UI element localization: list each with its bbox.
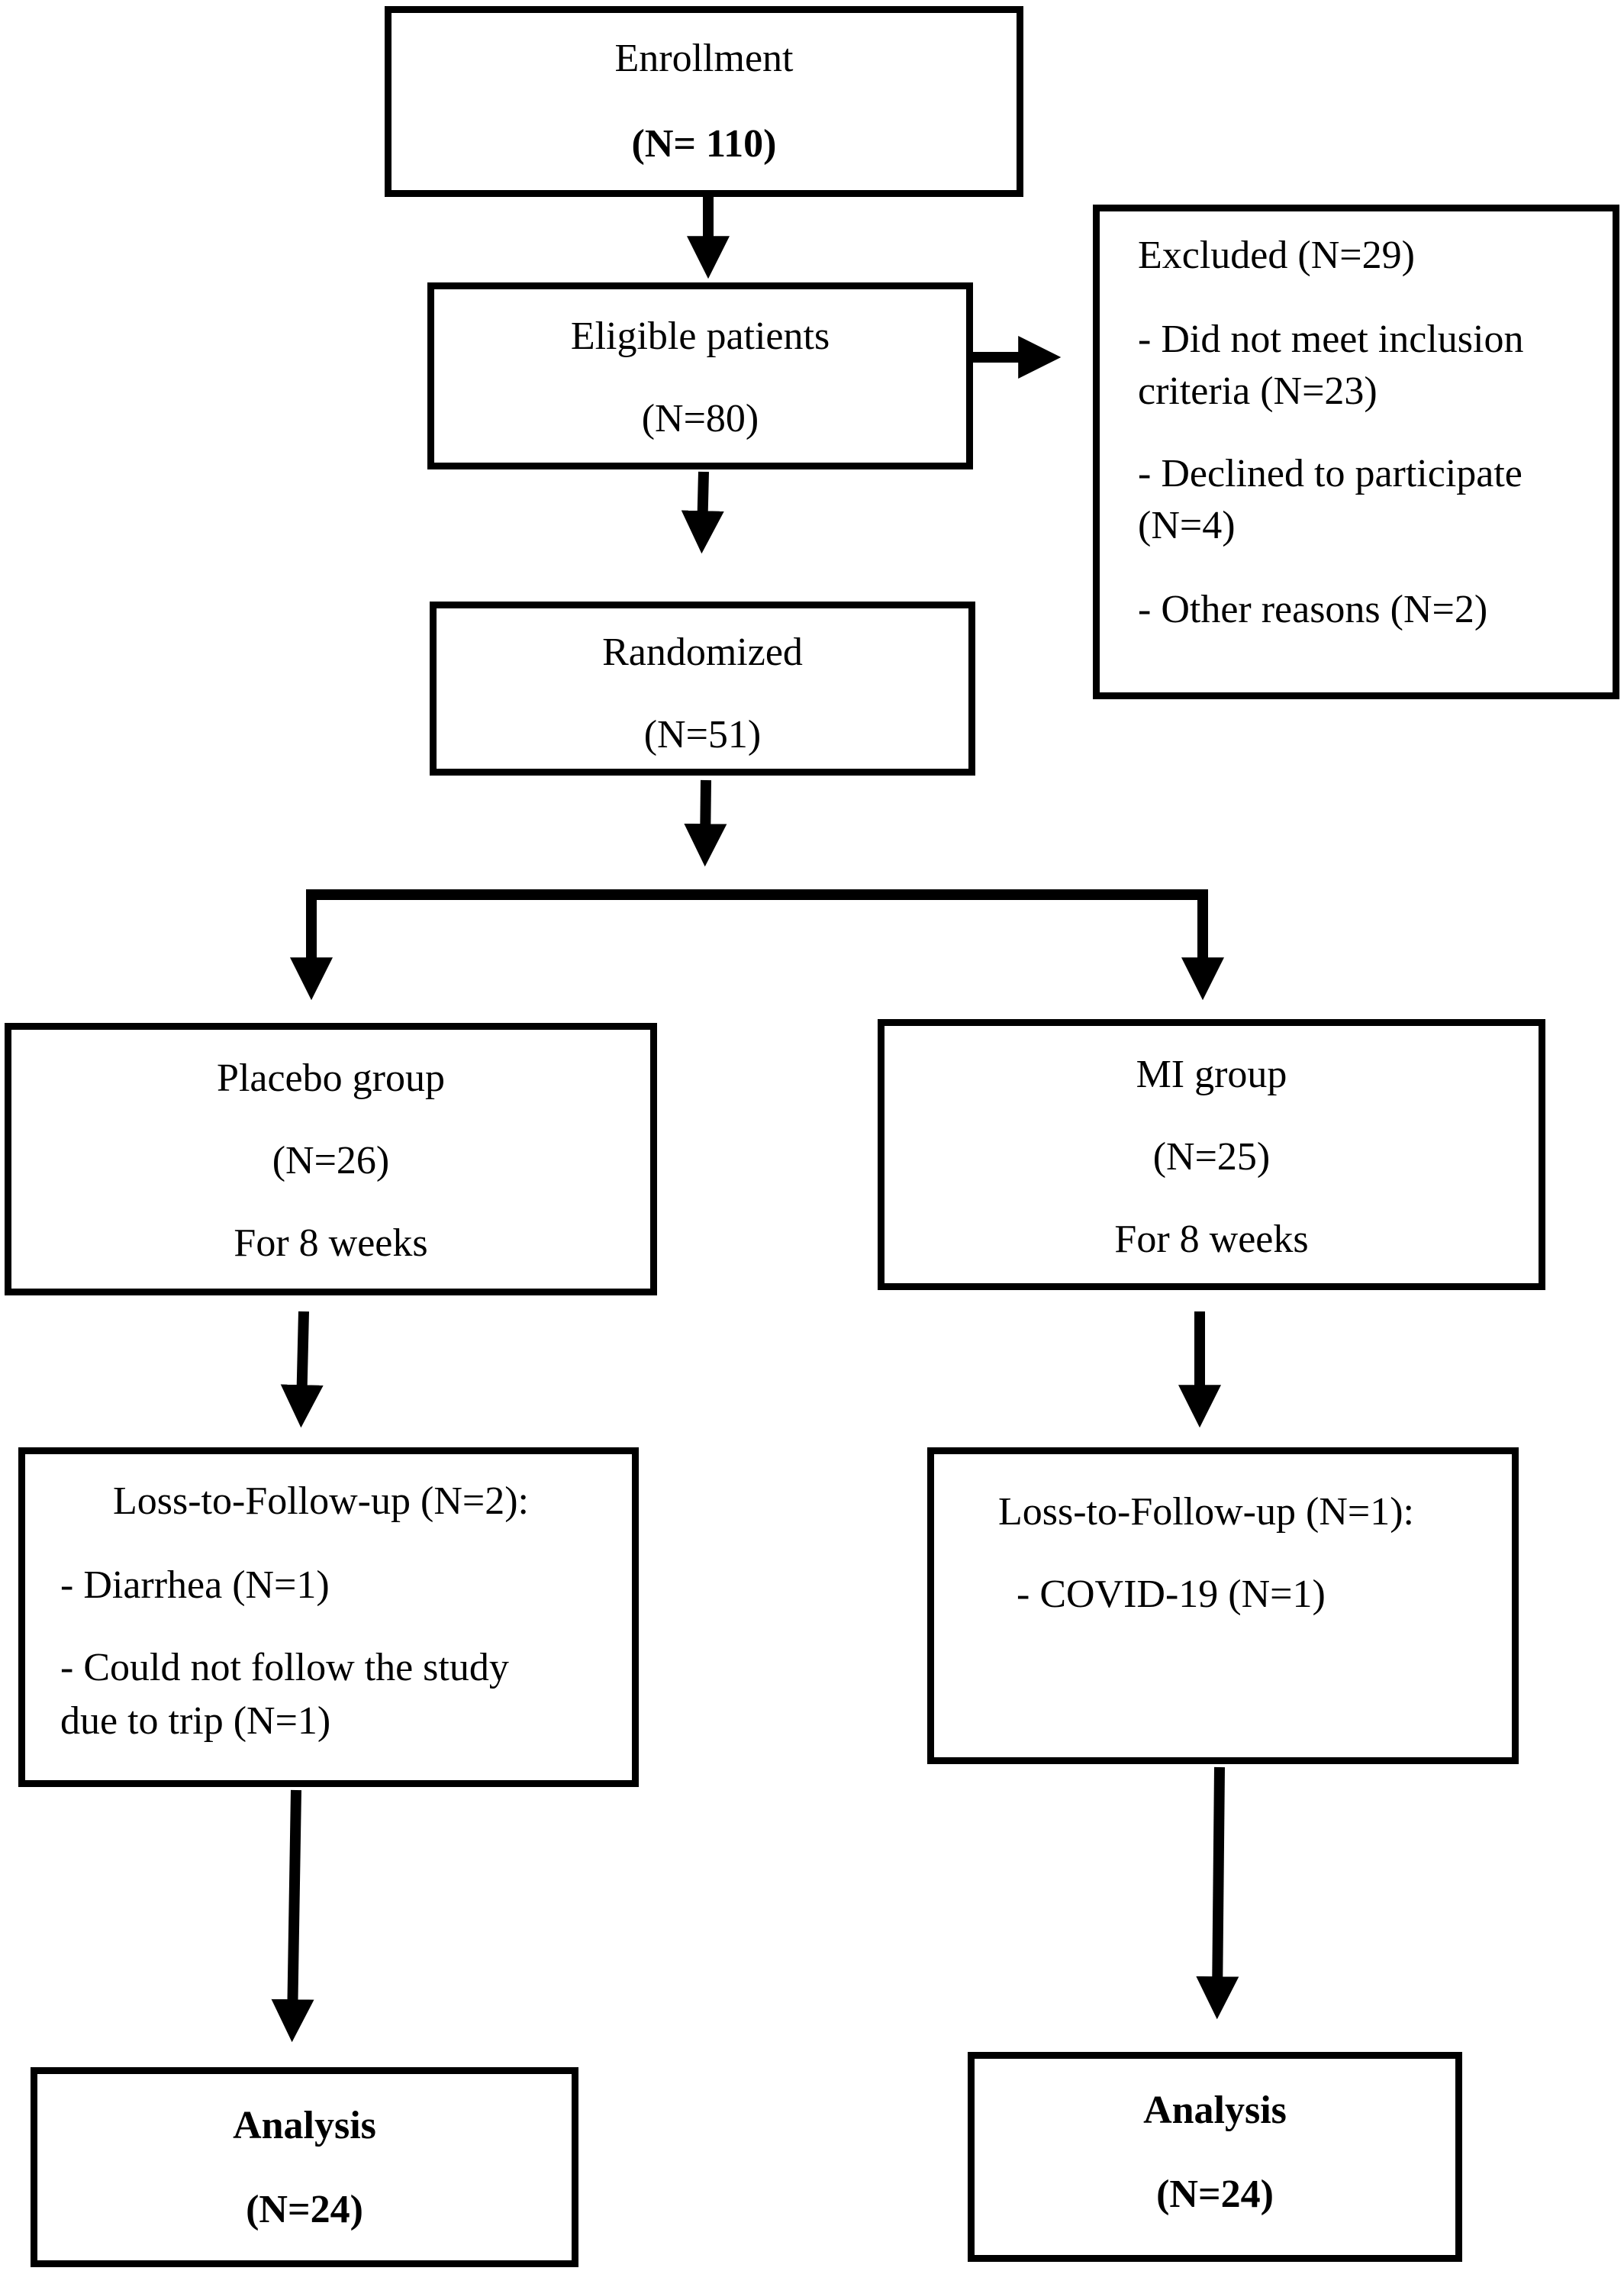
mi-loss-box: Loss-to-Follow-up (N=1): - COVID-19 (N=1…: [927, 1447, 1519, 1764]
mi-group-label: MI group: [1136, 1053, 1287, 1096]
placebo-analysis-count: (N=24): [246, 2188, 363, 2231]
randomized-label: Randomized: [602, 631, 803, 674]
arrow-placebo-loss-to-analysis: [271, 1789, 314, 2043]
eligible-count: (N=80): [641, 397, 759, 440]
excluded-reason1-line1: - Did not meet inclusion: [1138, 318, 1524, 361]
mi-loss-title: Loss-to-Follow-up (N=1):: [998, 1490, 1414, 1534]
placebo-loss-reason1: - Diarrhea (N=1): [60, 1563, 330, 1607]
eligible-label: Eligible patients: [570, 315, 830, 358]
excluded-reason1-line2: criteria (N=23): [1138, 369, 1378, 413]
enrollment-box: Enrollment (N= 110): [385, 6, 1023, 197]
enrollment-label: Enrollment: [614, 37, 794, 80]
mi-analysis-count: (N=24): [1156, 2173, 1274, 2216]
mi-analysis-label: Analysis: [1143, 2089, 1287, 2132]
eligible-box: Eligible patients (N=80): [427, 282, 973, 469]
excluded-box: Excluded (N=29) - Did not meet inclusion…: [1093, 205, 1619, 699]
mi-loss-reason1: - COVID-19 (N=1): [1017, 1573, 1326, 1616]
arrow-mi-loss-to-analysis: [1196, 1766, 1239, 2020]
placebo-group-box: Placebo group (N=26) For 8 weeks: [5, 1023, 657, 1295]
mi-group-duration: For 8 weeks: [1114, 1218, 1309, 1261]
arrow-placebo-to-loss: [280, 1311, 324, 1428]
excluded-reason2-line1: - Declined to participate: [1138, 452, 1522, 495]
excluded-reason3: - Other reasons (N=2): [1138, 588, 1488, 631]
arrow-randomized-to-split: [684, 779, 727, 867]
mi-group-count: (N=25): [1152, 1135, 1271, 1179]
arrow-eligible-to-randomized: [681, 471, 724, 554]
placebo-loss-reason2-line1: - Could not follow the study: [60, 1646, 509, 1689]
placebo-group-duration: For 8 weeks: [234, 1221, 428, 1265]
mi-group-box: MI group (N=25) For 8 weeks: [878, 1019, 1545, 1290]
mi-analysis-box: Analysis (N=24): [968, 2052, 1462, 2262]
placebo-loss-reason2-line2: due to trip (N=1): [60, 1699, 331, 1743]
placebo-analysis-box: Analysis (N=24): [31, 2067, 578, 2267]
placebo-group-count: (N=26): [272, 1139, 390, 1182]
placebo-loss-box: Loss-to-Follow-up (N=2): - Diarrhea (N=1…: [18, 1447, 639, 1787]
excluded-title: Excluded (N=29): [1138, 234, 1415, 277]
placebo-analysis-label: Analysis: [233, 2104, 376, 2147]
randomized-count: (N=51): [643, 713, 762, 756]
excluded-reason2-line2: (N=4): [1138, 504, 1236, 547]
enrollment-count: (N= 110): [631, 122, 777, 166]
split-connector: [306, 889, 1208, 966]
placebo-group-label: Placebo group: [217, 1056, 445, 1100]
placebo-loss-title: Loss-to-Follow-up (N=2):: [113, 1479, 529, 1523]
randomized-box: Randomized (N=51): [430, 602, 975, 776]
